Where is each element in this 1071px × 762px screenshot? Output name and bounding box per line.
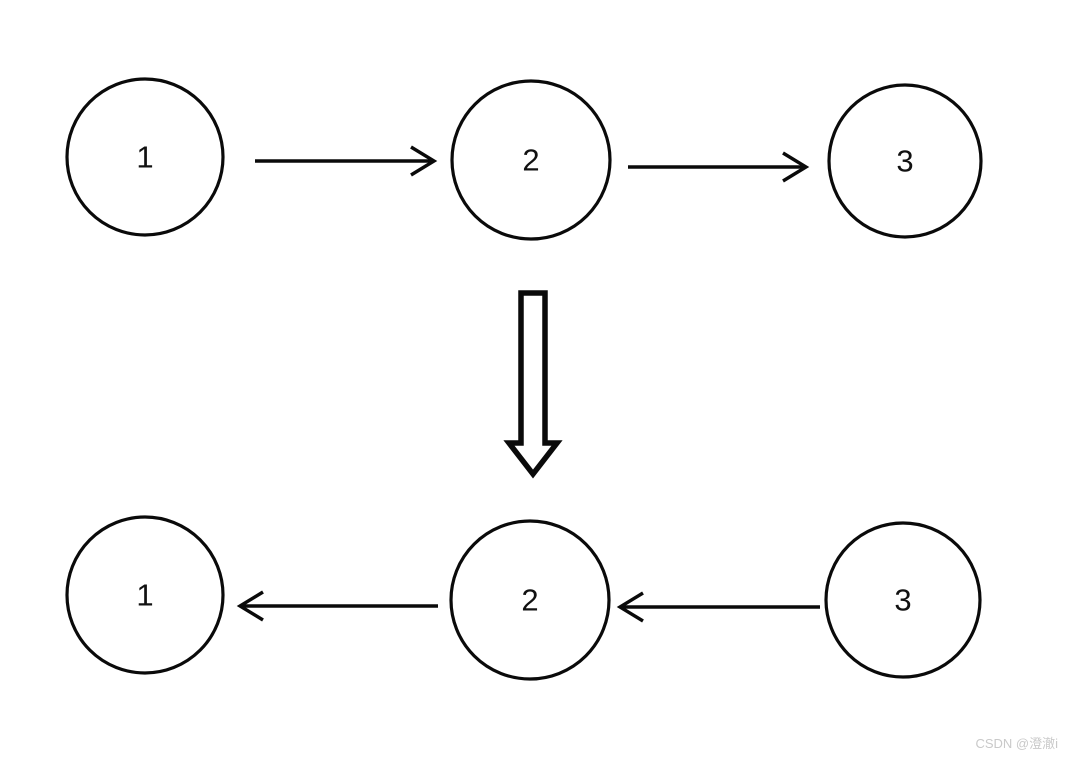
arrowhead-left-icon xyxy=(616,591,644,623)
node-label: 2 xyxy=(522,143,539,178)
node-after-2[interactable]: 2 xyxy=(449,519,611,681)
row-before: 1 2 3 xyxy=(65,77,983,241)
node-circle[interactable] xyxy=(65,515,225,675)
arrowhead-left-icon xyxy=(236,590,264,622)
node-circle[interactable] xyxy=(450,79,612,241)
block-arrow-down-icon xyxy=(503,290,563,479)
edge-before-2-to-3 xyxy=(628,151,810,183)
node-after-1[interactable]: 1 xyxy=(65,515,225,675)
node-before-1[interactable]: 1 xyxy=(65,77,225,237)
edge-before-1-to-2 xyxy=(255,145,438,177)
csdn-watermark: CSDN @澄澈i xyxy=(975,736,1058,751)
node-circle[interactable] xyxy=(824,521,982,679)
node-label: 1 xyxy=(136,140,153,175)
edge-after-2-to-1 xyxy=(236,590,438,622)
node-before-2[interactable]: 2 xyxy=(450,79,612,241)
row-after: 1 2 3 xyxy=(65,515,982,681)
node-label: 3 xyxy=(896,144,913,179)
node-circle[interactable] xyxy=(827,83,983,239)
arrowhead-right-icon xyxy=(410,145,438,177)
edge-after-3-to-2 xyxy=(616,591,820,623)
node-label: 1 xyxy=(136,578,153,613)
node-before-3[interactable]: 3 xyxy=(827,83,983,239)
transform-down-arrow xyxy=(503,290,563,479)
node-label: 2 xyxy=(521,583,538,618)
node-label: 3 xyxy=(894,583,911,618)
node-circle[interactable] xyxy=(65,77,225,237)
node-after-3[interactable]: 3 xyxy=(824,521,982,679)
node-circle[interactable] xyxy=(449,519,611,681)
arrowhead-right-icon xyxy=(782,151,810,183)
